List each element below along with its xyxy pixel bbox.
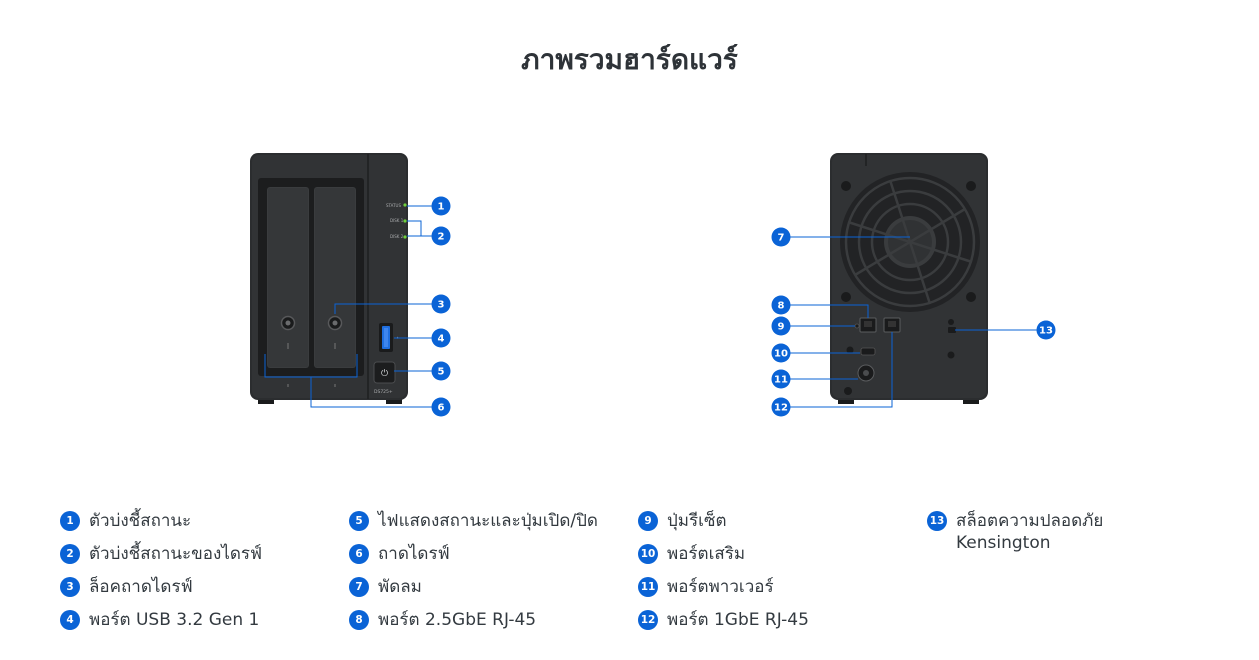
callout-number: 6 xyxy=(438,403,445,414)
legend-badge: 1 xyxy=(60,511,80,531)
disk1-led-label: DISK 1 xyxy=(390,218,404,223)
legend-label: สล็อตความปลอดภัย Kensington xyxy=(956,511,1104,553)
legend-label: พอร์ตเสริม xyxy=(667,544,746,564)
front-callout-lines xyxy=(264,205,432,408)
fan xyxy=(840,172,980,312)
callout-badge: 1 xyxy=(431,196,451,216)
callout-badge: 11 xyxy=(771,369,791,389)
callout-number: 4 xyxy=(438,334,445,345)
callout-number: 3 xyxy=(438,300,445,311)
nas-front-view: STATUS DISK 1 DISK 2 ⭢ ⏻ DS725+ xyxy=(250,153,408,404)
callout-badge: 10 xyxy=(771,343,791,363)
callout-badge: 4 xyxy=(431,328,451,348)
legend-badge: 2 xyxy=(60,544,80,564)
status-led xyxy=(403,203,407,207)
legend-badge: 4 xyxy=(60,610,80,630)
callout-badge: 13 xyxy=(1036,320,1056,340)
legend-badge: 6 xyxy=(349,544,369,564)
callout-badge: 3 xyxy=(431,294,451,314)
usb-port xyxy=(379,323,393,352)
legend-badge: 13 xyxy=(927,511,947,531)
disk2-led xyxy=(403,235,407,239)
legend-badge: 9 xyxy=(638,511,658,531)
callout-number: 2 xyxy=(438,232,445,243)
legend-label: ตัวบ่งชี้สถานะ xyxy=(89,511,192,531)
nas-rear-view xyxy=(830,153,988,404)
kensington-slot xyxy=(948,327,956,333)
legend-label: พอร์ต USB 3.2 Gen 1 xyxy=(89,610,260,630)
callout-badge: 9 xyxy=(771,316,791,336)
power-button: ⏻ xyxy=(373,361,396,384)
lan-port-1gbe xyxy=(883,317,901,333)
legend-label: ไฟแสดงสถานะและปุ่มเปิด/ปิด xyxy=(378,511,598,531)
callout-number: 11 xyxy=(774,375,788,386)
legend-badge: 12 xyxy=(638,610,658,630)
callout-badge: 2 xyxy=(431,226,451,246)
legend-badge: 3 xyxy=(60,577,80,597)
status-led-label: STATUS xyxy=(386,203,401,208)
disk2-led-label: DISK 2 xyxy=(390,234,404,239)
legend-label: ถาดไดรฟ์ xyxy=(378,544,450,564)
legend-label: ตัวบ่งชี้สถานะของไดรฟ์ xyxy=(89,544,263,564)
callout-badge: 6 xyxy=(431,397,451,417)
legend-label: พอร์ตพาวเวอร์ xyxy=(667,577,774,597)
hardware-diagram: STATUS DISK 1 DISK 2 ⭢ ⏻ DS725+ xyxy=(250,153,1056,417)
callout-badge: 5 xyxy=(431,361,451,381)
legend-label: พัดลม xyxy=(378,577,422,597)
callout-number: 8 xyxy=(778,301,785,312)
model-label: DS725+ xyxy=(374,389,393,395)
legend-label: พอร์ต 2.5GbE RJ-45 xyxy=(378,610,537,630)
expansion-port xyxy=(860,347,876,356)
callout-number: 12 xyxy=(774,403,788,414)
reset-button xyxy=(854,323,860,329)
callout-number: 1 xyxy=(438,202,445,213)
power-port xyxy=(857,364,875,382)
callout-badge: 7 xyxy=(771,227,791,247)
legend-badge: 7 xyxy=(349,577,369,597)
callout-badge: 12 xyxy=(771,397,791,417)
disk1-led xyxy=(403,219,407,223)
page-title: ภาพรวมฮาร์ดแวร์ xyxy=(521,43,738,76)
callout-number: 13 xyxy=(1039,326,1053,337)
callout-number: 9 xyxy=(778,322,785,333)
drive-tray-2 xyxy=(314,187,356,368)
callout-badge: 8 xyxy=(771,295,791,315)
callout-number: 10 xyxy=(774,349,788,360)
legend-label: ปุ่มรีเซ็ต xyxy=(667,511,727,531)
legend-badge: 8 xyxy=(349,610,369,630)
legend-label: พอร์ต 1GbE RJ-45 xyxy=(667,610,809,630)
power-icon: ⏻ xyxy=(381,368,388,379)
callout-number: 5 xyxy=(438,367,445,378)
legend-label: ล็อคถาดไดรฟ์ xyxy=(89,577,193,597)
lan-port-2-5gbe xyxy=(859,317,877,333)
legend-badge: 10 xyxy=(638,544,658,564)
legend-badge: 5 xyxy=(349,511,369,531)
drive-tray-1 xyxy=(267,187,309,368)
rear-callout-lines xyxy=(781,236,1046,408)
callout-number: 7 xyxy=(778,233,785,244)
rear-screw xyxy=(846,346,854,354)
legend-badge: 11 xyxy=(638,577,658,597)
